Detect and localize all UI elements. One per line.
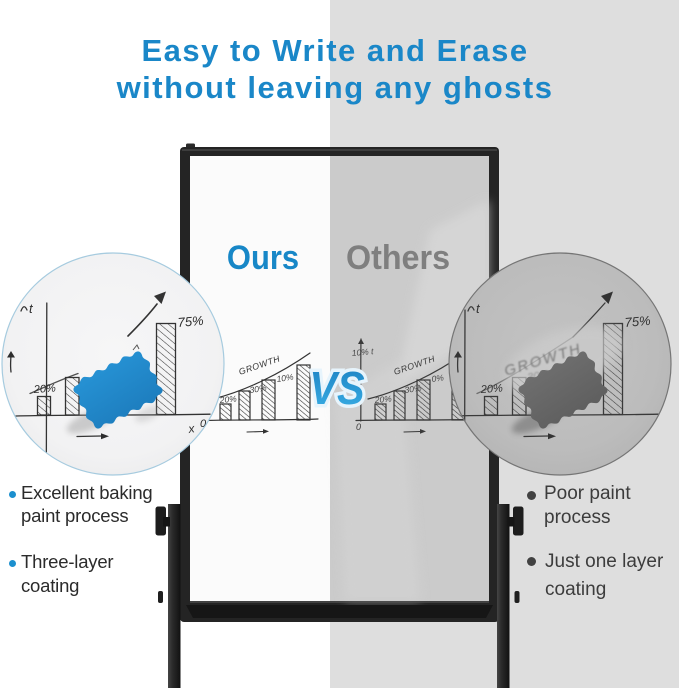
svg-text:20%: 20% (218, 394, 237, 406)
svg-text:10%: 10% (276, 372, 295, 384)
svg-text:20%: 20% (479, 382, 503, 396)
svg-text:0%: 0% (431, 372, 445, 384)
svg-text:x: x (186, 421, 196, 436)
svg-text:20%: 20% (373, 394, 392, 406)
svg-text:75%: 75% (624, 313, 651, 330)
svg-text:t: t (29, 301, 34, 316)
svg-text:t: t (476, 301, 481, 316)
svg-text:75%: 75% (177, 313, 204, 330)
svg-text:0: 0 (200, 418, 207, 430)
svg-text:10% t: 10% t (351, 346, 374, 358)
svg-text:30%: 30% (404, 383, 423, 395)
svg-text:VS: VS (309, 363, 364, 415)
svg-text:20%: 20% (32, 382, 56, 396)
svg-text:Others: Others (346, 239, 450, 277)
svg-text:0: 0 (356, 422, 361, 432)
svg-text:Ours: Ours (227, 239, 299, 277)
svg-text:30%: 30% (249, 383, 268, 395)
